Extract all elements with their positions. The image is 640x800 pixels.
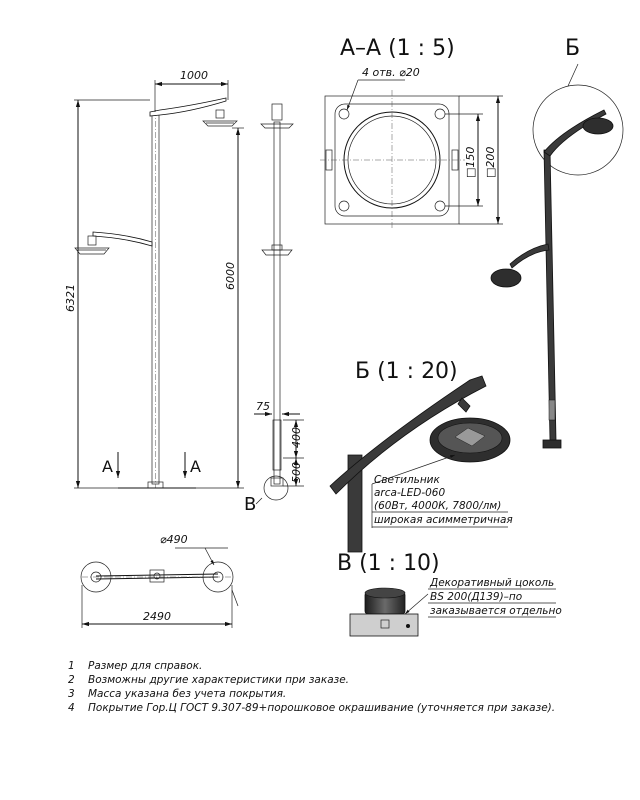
base-line-1: Декоративный цоколь [429, 577, 554, 589]
dim-400: 400 [290, 427, 303, 448]
dim-dia-490: ⌀490 [160, 533, 188, 546]
base-line-3: заказывается отдельно [430, 605, 562, 617]
luminaire-line-2: arca-LED-060 [374, 487, 445, 499]
front-view: 1000 6321 6000 A A [64, 69, 244, 489]
detail-v: В (1 : 10) Декоративный цоколь BS 200(Д1… [337, 551, 562, 637]
dim-75: 75 [256, 400, 270, 413]
detail-mark-v: В [244, 494, 256, 515]
note-text-3: Масса указана без учета покрытия. [88, 688, 286, 700]
top-view: ⌀490 2490 [80, 533, 239, 628]
dim-sq-150: □150 [464, 147, 477, 178]
isometric-view: Б [490, 36, 624, 449]
section-aa: А–А (1 : 5) 4 отв. ⌀20 □150 □200 [320, 36, 503, 230]
notes-list: 1 Размер для справок. 2 Возможны другие … [68, 660, 555, 714]
view-v-title: В (1 : 10) [337, 551, 440, 576]
base-line-2: BS 200(Д139)–по [430, 591, 522, 603]
note-text-4: Покрытие Гор.Ц ГОСТ 9.307-89+порошковое … [88, 702, 555, 714]
section-mark-a-left: A [102, 457, 113, 476]
arm-detail-b [329, 375, 487, 495]
pole-3d [543, 149, 557, 441]
dim-500: 500 [290, 462, 303, 483]
detail-mark-b: Б [565, 36, 580, 61]
note-num-1: 1 [68, 660, 75, 672]
note-text-2: Возможны другие характеристики при заказ… [88, 674, 349, 686]
note-num-4: 4 [68, 702, 75, 714]
decor-base-plate [349, 613, 419, 637]
note-num-3: 3 [68, 688, 75, 700]
lower-arm [92, 231, 153, 247]
side-view: 75 400 500 В [244, 103, 304, 515]
upper-luminaire [202, 109, 238, 127]
detail-b-circle [532, 84, 624, 176]
dim-6321: 6321 [64, 284, 77, 312]
luminaire-line-3: (60Вт, 4000К, 7800/лм) [374, 500, 501, 512]
view-b-title: Б (1 : 20) [355, 359, 458, 384]
note-num-2: 2 [68, 674, 75, 686]
note-text-1: Размер для справок. [88, 660, 202, 672]
dim-1000: 1000 [180, 69, 208, 82]
section-aa-title: А–А (1 : 5) [340, 36, 455, 61]
upper-arm [149, 97, 227, 117]
luminaire-line-1: Светильник [374, 474, 441, 486]
dim-2490: 2490 [143, 610, 171, 623]
holes-callout: 4 отв. ⌀20 [362, 66, 420, 79]
dim-sq-200: □200 [484, 147, 497, 178]
pole-side [273, 121, 281, 485]
luminaire-line-4: широкая асимметричная [374, 514, 513, 526]
detail-b: Б (1 : 20) Светильник arca-LED-060 (60Вт… [329, 359, 513, 553]
dim-6000: 6000 [224, 262, 237, 290]
lower-luminaire [74, 235, 110, 255]
section-mark-a-right: A [190, 457, 201, 476]
